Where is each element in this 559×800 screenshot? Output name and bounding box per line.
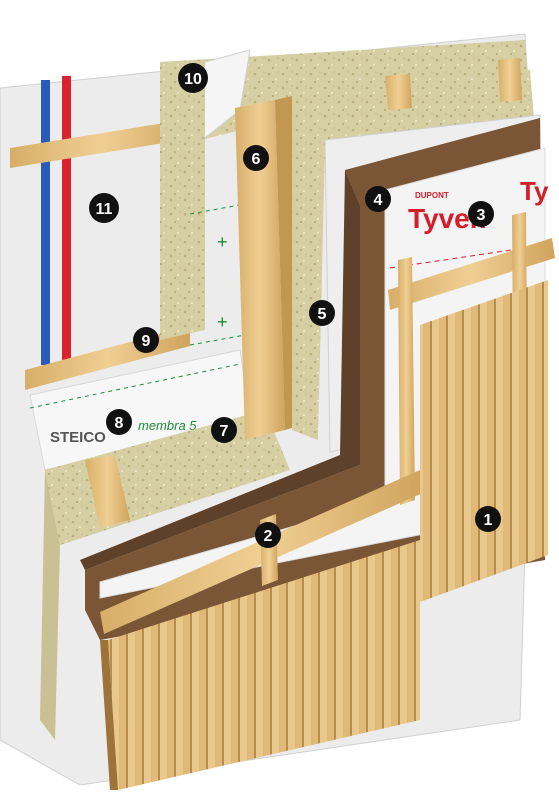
steico-product-text: membra 5 bbox=[138, 418, 197, 433]
top-batten-left bbox=[385, 74, 412, 110]
insulation-front-edge bbox=[40, 470, 60, 740]
marker-circle bbox=[106, 409, 132, 435]
marker-8[interactable]: 8 bbox=[106, 409, 132, 435]
marker-label: 10 bbox=[184, 71, 202, 88]
marker-circle bbox=[89, 193, 119, 223]
marker-label: 7 bbox=[220, 423, 229, 440]
marker-label: 11 bbox=[96, 201, 113, 218]
wood-fibre-insulation-left bbox=[160, 60, 205, 340]
timber-stud bbox=[235, 100, 285, 440]
marker-circle bbox=[133, 327, 159, 353]
service-batten-top bbox=[10, 118, 195, 168]
cladding-left-edge bbox=[100, 640, 118, 790]
marker-7[interactable]: 7 bbox=[211, 417, 237, 443]
marker-label: 3 bbox=[477, 207, 486, 224]
marker-circle bbox=[475, 506, 501, 532]
cladding-lower bbox=[108, 540, 420, 790]
membrane-dash-1 bbox=[29, 363, 241, 409]
marker-circle bbox=[468, 201, 494, 227]
marker-11[interactable]: 11 bbox=[89, 193, 119, 223]
marker-circle bbox=[211, 417, 237, 443]
plus-mark-2: + bbox=[217, 312, 228, 332]
marker-10[interactable]: 10 bbox=[178, 63, 208, 93]
marker-label: 1 bbox=[484, 512, 493, 529]
red-pipe bbox=[62, 76, 71, 366]
steico-logo-text: STEICO bbox=[50, 429, 106, 446]
marker-label: 8 bbox=[115, 415, 124, 432]
marker-circle bbox=[243, 145, 269, 171]
insulation-batten bbox=[85, 455, 130, 528]
marker-2[interactable]: 2 bbox=[255, 522, 281, 548]
wood-fibre-insulation-main bbox=[292, 70, 535, 440]
tyvek-small-text: DUPONT bbox=[415, 191, 449, 200]
marker-label: 5 bbox=[318, 306, 327, 323]
top-batten-right bbox=[498, 58, 522, 102]
marker-1[interactable]: 1 bbox=[475, 506, 501, 532]
blue-pipe bbox=[41, 80, 50, 365]
marker-9[interactable]: 9 bbox=[133, 327, 159, 353]
membrane-dash-2 bbox=[189, 203, 246, 215]
membrane-dash-3 bbox=[189, 334, 246, 346]
marker-label: 2 bbox=[264, 528, 273, 545]
marker-4[interactable]: 4 bbox=[365, 186, 391, 212]
counter-batten-vertical-1 bbox=[398, 257, 415, 505]
marker-label: 9 bbox=[142, 333, 151, 350]
plus-mark-1: + bbox=[217, 232, 228, 252]
marker-3[interactable]: 3 bbox=[468, 201, 494, 227]
marker-label: 6 bbox=[252, 151, 261, 168]
cladding-upper bbox=[420, 280, 548, 602]
marker-circle bbox=[365, 186, 391, 212]
marker-circle bbox=[178, 63, 208, 93]
marker-circle bbox=[309, 300, 335, 326]
marker-6[interactable]: 6 bbox=[243, 145, 269, 171]
marker-label: 4 bbox=[374, 192, 383, 209]
tyvek-big-text-right: Ty bbox=[520, 176, 549, 206]
marker-5[interactable]: 5 bbox=[309, 300, 335, 326]
marker-circle bbox=[255, 522, 281, 548]
